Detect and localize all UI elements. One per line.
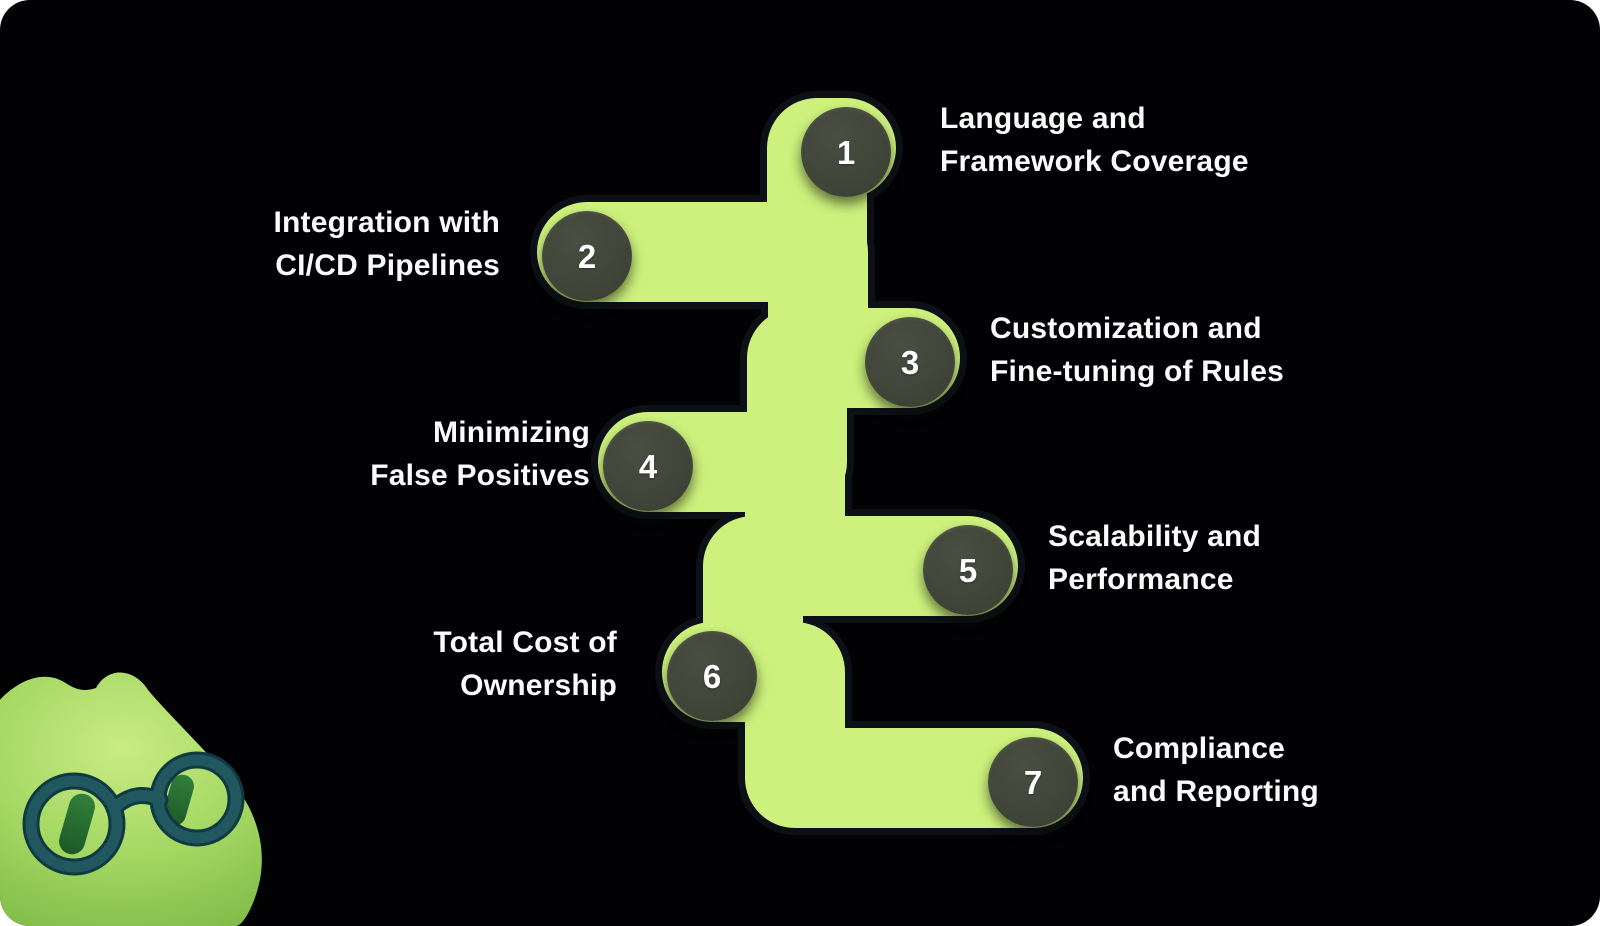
step-label-5: Scalability and Performance bbox=[1048, 520, 1262, 596]
step-circle-1: 1 bbox=[801, 107, 891, 197]
step-label-1: Language and Framework Coverage bbox=[940, 102, 1249, 178]
step-number-6: 6 bbox=[702, 657, 722, 695]
mascot-glasses-icon bbox=[22, 751, 245, 876]
step-circle-2: 2 bbox=[542, 211, 632, 301]
step-label-7: Compliance and Reporting bbox=[1113, 732, 1319, 808]
step-circle-3: 3 bbox=[865, 317, 955, 407]
step-number-1: 1 bbox=[836, 133, 856, 171]
step-number-4: 4 bbox=[638, 447, 658, 485]
mascot bbox=[0, 672, 262, 926]
step-circle-4: 4 bbox=[603, 421, 693, 511]
mascot-left-pupil bbox=[59, 793, 95, 855]
step-label-3: Customization and Fine-tuning of Rules bbox=[990, 312, 1284, 388]
step-number-2: 2 bbox=[577, 237, 597, 275]
step-circle-6: 6 bbox=[667, 631, 757, 721]
mascot-right-pupil bbox=[162, 774, 194, 826]
step-circle-7: 7 bbox=[988, 737, 1078, 827]
step-number-7: 7 bbox=[1023, 763, 1043, 801]
step-number-5: 5 bbox=[958, 551, 978, 589]
step-label-4: Minimizing False Positives bbox=[370, 416, 590, 492]
step-circle-5: 5 bbox=[923, 525, 1013, 615]
step-label-6: Total Cost of Ownership bbox=[433, 626, 617, 702]
step-number-3: 3 bbox=[900, 343, 920, 381]
step-label-2: Integration with CI/CD Pipelines bbox=[273, 206, 500, 282]
